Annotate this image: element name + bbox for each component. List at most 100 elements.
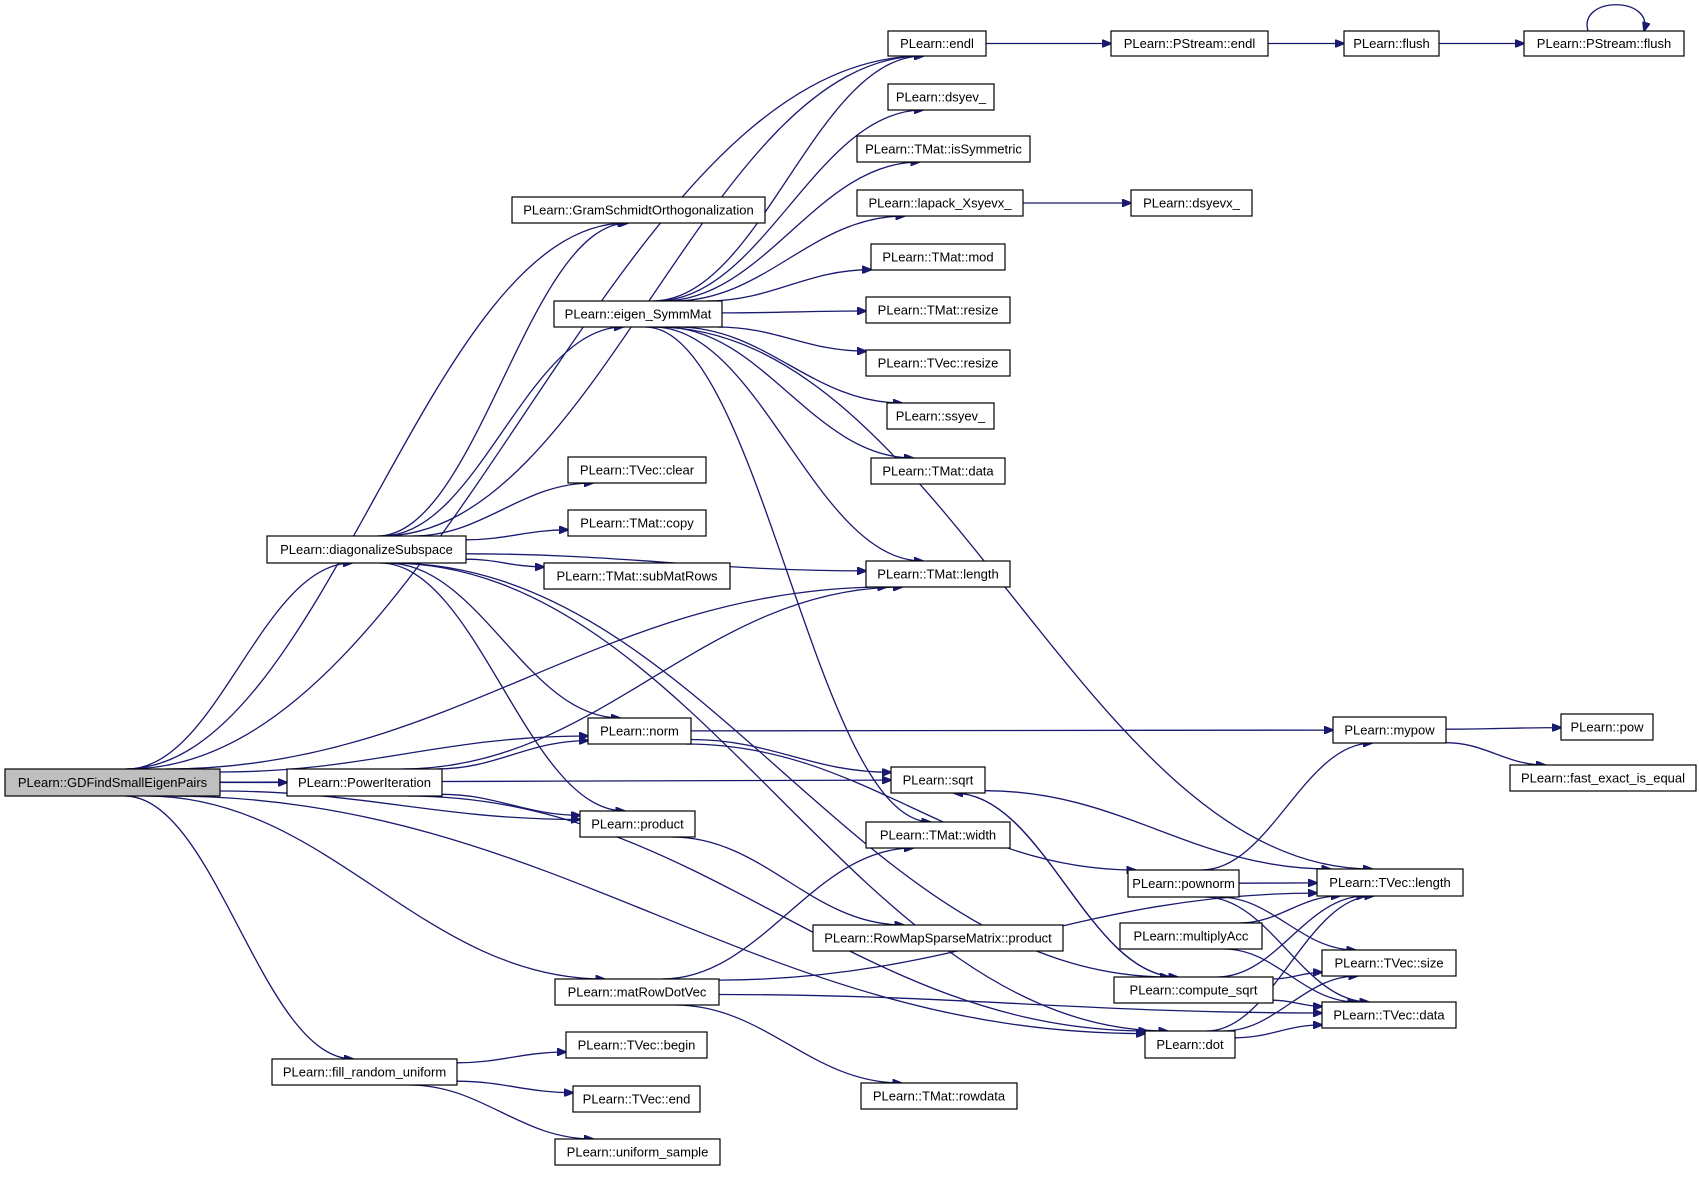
node-label: PLearn::multiplyAcc bbox=[1134, 929, 1249, 944]
node-dsyevx_[interactable]: PLearn::dsyevx_ bbox=[1130, 189, 1253, 217]
edge-dot-to-TVec_data bbox=[1234, 1025, 1322, 1039]
node-endl[interactable]: PLearn::endl bbox=[887, 30, 987, 57]
node-box bbox=[554, 978, 720, 1006]
node-RowMap_product[interactable]: PLearn::RowMapSparseMatrix::product bbox=[812, 924, 1064, 952]
node-dot[interactable]: PLearn::dot bbox=[1144, 1030, 1236, 1059]
edge-fill_random_uniform-to-TVec_end bbox=[456, 1080, 573, 1093]
node-label: PLearn::TVec::length bbox=[1329, 875, 1450, 890]
node-box bbox=[812, 924, 1064, 952]
node-sqrt[interactable]: PLearn::sqrt bbox=[890, 766, 986, 794]
node-box bbox=[4, 768, 221, 797]
node-eigen_SymmMat[interactable]: PLearn::eigen_SymmMat bbox=[553, 300, 723, 328]
node-box bbox=[1509, 764, 1697, 792]
node-uniform_sample[interactable]: PLearn::uniform_sample bbox=[554, 1138, 721, 1166]
node-label: PLearn::mypow bbox=[1344, 723, 1435, 738]
node-label: PLearn::pow bbox=[1571, 720, 1645, 735]
node-label: PLearn::TMat::resize bbox=[878, 303, 999, 318]
node-isSymmetric[interactable]: PLearn::TMat::isSymmetric bbox=[856, 135, 1031, 163]
edge-GDFindSmallEigenPairs-to-endl bbox=[127, 56, 924, 770]
node-matRowDotVec[interactable]: PLearn::matRowDotVec bbox=[554, 978, 720, 1006]
edge-fill_random_uniform-to-uniform_sample bbox=[408, 1084, 593, 1139]
node-TMat_length[interactable]: PLearn::TMat::length bbox=[865, 560, 1011, 588]
node-dsyev_[interactable]: PLearn::dsyev_ bbox=[887, 83, 995, 111]
edge-diagonalizeSubspace-to-dot bbox=[388, 562, 1168, 1031]
node-label: PLearn::TVec::resize bbox=[878, 356, 999, 371]
edge-pownorm-to-TVec_size bbox=[1218, 896, 1355, 950]
edge-diagonalizeSubspace-to-endl bbox=[381, 56, 923, 537]
edge-diagonalizeSubspace-to-TMat_length bbox=[465, 553, 866, 571]
node-TMat_resize[interactable]: PLearn::TMat::resize bbox=[865, 296, 1011, 324]
node-box bbox=[567, 456, 707, 484]
node-diagonalizeSubspace[interactable]: PLearn::diagonalizeSubspace bbox=[266, 535, 467, 564]
node-flush[interactable]: PLearn::flush bbox=[1343, 30, 1440, 57]
node-label: PLearn::TVec::end bbox=[583, 1092, 691, 1107]
node-label: PLearn::matRowDotVec bbox=[568, 985, 707, 1000]
node-TVec_data[interactable]: PLearn::TVec::data bbox=[1321, 1001, 1457, 1029]
node-box bbox=[856, 135, 1031, 163]
node-norm[interactable]: PLearn::norm bbox=[587, 717, 692, 745]
node-label: PLearn::TVec::size bbox=[1334, 956, 1443, 971]
node-label: PLearn::dsyev_ bbox=[896, 90, 987, 105]
node-TVec_resize[interactable]: PLearn::TVec::resize bbox=[865, 349, 1011, 377]
edge-eigen_SymmMat-to-TMat_length bbox=[652, 326, 923, 561]
node-multiplyAcc[interactable]: PLearn::multiplyAcc bbox=[1119, 922, 1263, 950]
edge-PowerIteration-to-norm bbox=[436, 741, 588, 770]
edge-diagonalizeSubspace-to-subMatRows bbox=[465, 558, 544, 567]
node-label: PLearn::TMat::subMatRows bbox=[556, 569, 718, 584]
node-TMat_rowdata[interactable]: PLearn::TMat::rowdata bbox=[860, 1082, 1018, 1110]
node-TMat_width[interactable]: PLearn::TMat::width bbox=[865, 821, 1011, 849]
edges-layer bbox=[124, 4, 1645, 1139]
node-box bbox=[572, 1085, 701, 1113]
node-fast_exact_is_equal[interactable]: PLearn::fast_exact_is_equal bbox=[1509, 764, 1697, 792]
node-box bbox=[554, 1138, 721, 1166]
node-box bbox=[567, 509, 707, 537]
edge-GDFindSmallEigenPairs-to-product bbox=[219, 790, 580, 820]
node-label: PLearn::PowerIteration bbox=[298, 775, 431, 790]
node-pow[interactable]: PLearn::pow bbox=[1560, 713, 1654, 741]
node-label: PLearn::dot bbox=[1156, 1037, 1224, 1052]
node-box bbox=[890, 766, 986, 794]
node-box bbox=[553, 300, 723, 328]
node-box bbox=[579, 810, 696, 838]
node-lapack_Xsyevx_[interactable]: PLearn::lapack_Xsyevx_ bbox=[856, 189, 1024, 217]
node-label: PLearn::flush bbox=[1353, 36, 1430, 51]
node-GramSchmidt[interactable]: PLearn::GramSchmidtOrthogonalization bbox=[511, 196, 766, 224]
node-ssyev_[interactable]: PLearn::ssyev_ bbox=[886, 402, 995, 430]
node-label: PLearn::lapack_Xsyevx_ bbox=[868, 196, 1012, 211]
edge-GDFindSmallEigenPairs-to-diagonalizeSubspace bbox=[127, 563, 352, 770]
node-TMat_mod[interactable]: PLearn::TMat::mod bbox=[870, 243, 1006, 271]
node-pownorm[interactable]: PLearn::pownorm bbox=[1127, 869, 1240, 898]
edge-diagonalizeSubspace-to-product bbox=[379, 562, 625, 811]
node-subMatRows[interactable]: PLearn::TMat::subMatRows bbox=[543, 562, 731, 590]
node-box bbox=[860, 1082, 1018, 1110]
node-PowerIteration[interactable]: PLearn::PowerIteration bbox=[286, 768, 443, 797]
node-box bbox=[1127, 869, 1240, 898]
node-box bbox=[887, 83, 995, 111]
edge-eigen_SymmMat-to-ssyev_ bbox=[676, 326, 902, 403]
node-TVec_end[interactable]: PLearn::TVec::end bbox=[572, 1085, 701, 1113]
node-fill_random_uniform[interactable]: PLearn::fill_random_uniform bbox=[271, 1058, 458, 1086]
edge-diagonalizeSubspace-to-GramSchmidt bbox=[377, 223, 628, 537]
node-compute_sqrt[interactable]: PLearn::compute_sqrt bbox=[1113, 976, 1274, 1004]
edge-norm-to-sqrt bbox=[690, 738, 891, 773]
edge-diagonalizeSubspace-to-eigen_SymmMat bbox=[382, 327, 623, 537]
edge-sqrt-to-TVec_length bbox=[984, 790, 1331, 869]
node-TVec_size[interactable]: PLearn::TVec::size bbox=[1321, 949, 1457, 977]
node-product[interactable]: PLearn::product bbox=[579, 810, 696, 838]
node-box bbox=[865, 296, 1011, 324]
node-box bbox=[511, 196, 766, 224]
node-TMat_copy[interactable]: PLearn::TMat::copy bbox=[567, 509, 707, 537]
node-PStream_flush[interactable]: PLearn::PStream::flush bbox=[1523, 30, 1685, 57]
node-box bbox=[865, 349, 1011, 377]
node-mypow[interactable]: PLearn::mypow bbox=[1332, 716, 1447, 744]
node-TVec_length[interactable]: PLearn::TVec::length bbox=[1316, 868, 1464, 897]
node-box bbox=[1144, 1030, 1236, 1059]
node-TVec_begin[interactable]: PLearn::TVec::begin bbox=[565, 1031, 708, 1059]
node-GDFindSmallEigenPairs[interactable]: PLearn::GDFindSmallEigenPairs bbox=[4, 768, 221, 797]
node-TMat_data[interactable]: PLearn::TMat::data bbox=[870, 457, 1006, 485]
node-PStream_endl[interactable]: PLearn::PStream::endl bbox=[1110, 30, 1269, 57]
edge-eigen_SymmMat-to-TMat_data bbox=[662, 326, 913, 458]
node-TVec_clear[interactable]: PLearn::TVec::clear bbox=[567, 456, 707, 484]
edge-PStream_flush-to-PStream_flush bbox=[1586, 4, 1645, 31]
edge-eigen_SymmMat-to-lapack_Xsyevx_ bbox=[673, 216, 904, 302]
